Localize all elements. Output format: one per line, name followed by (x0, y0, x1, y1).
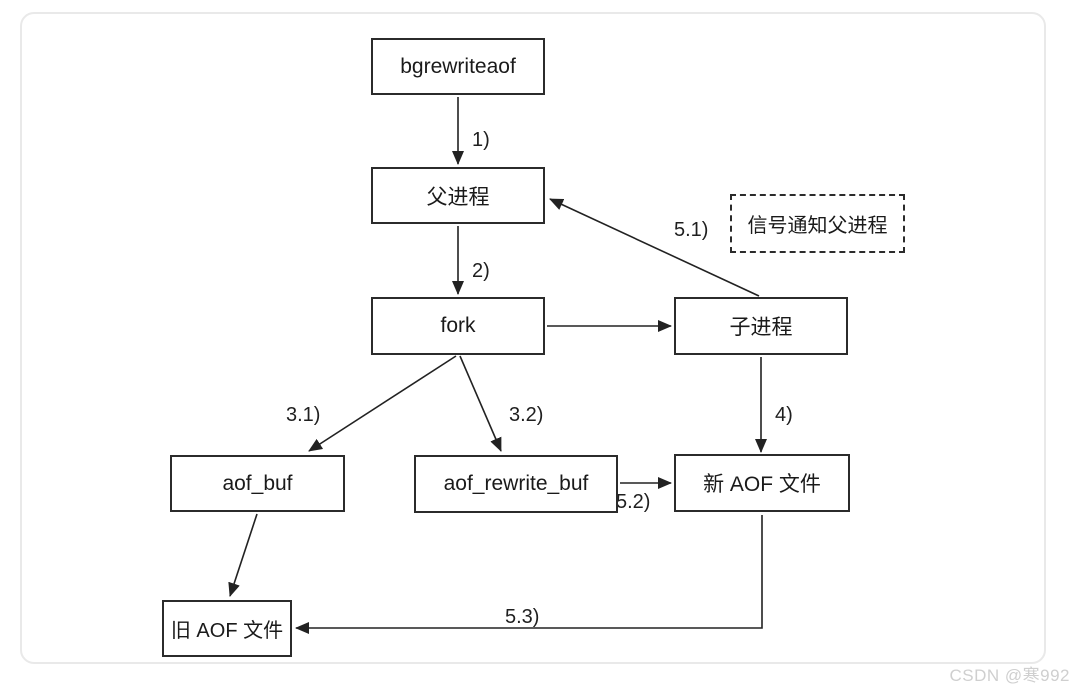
node-fork: fork (371, 297, 545, 355)
node-old-aof-file: 旧 AOF 文件 (162, 600, 292, 657)
node-child-process: 子进程 (674, 297, 848, 355)
node-aof-rewrite-buf: aof_rewrite_buf (414, 455, 618, 513)
watermark: CSDN @寒992 (949, 666, 1070, 685)
node-aof-buf: aof_buf (170, 455, 345, 512)
node-new-aof-file: 新 AOF 文件 (674, 454, 850, 512)
node-signal-note: 信号通知父进程 (730, 194, 905, 253)
node-parent-process: 父进程 (371, 167, 545, 224)
node-bgrewriteaof: bgrewriteaof (371, 38, 545, 95)
